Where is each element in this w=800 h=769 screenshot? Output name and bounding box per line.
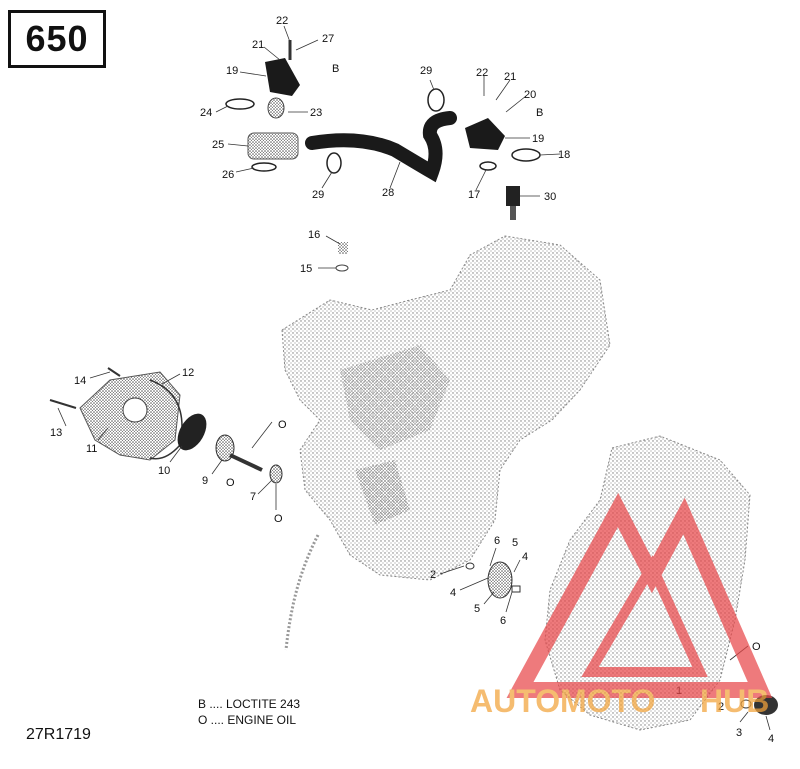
callout-5: 5 (474, 603, 480, 615)
callout-20: 20 (524, 89, 536, 101)
callout-29: 29 (420, 65, 432, 77)
callout-6: 6 (500, 615, 506, 627)
small-screws-15-16 (335, 242, 349, 272)
callout-22: 22 (276, 15, 288, 27)
thermostat-housing-25 (247, 132, 299, 160)
callout-13: 13 (50, 427, 62, 439)
model-number: 650 (25, 18, 89, 59)
legend: B .... LOCTITE 243 O .... ENGINE OIL (198, 696, 300, 728)
callout-11: 11 (86, 443, 97, 455)
callout-4: 4 (768, 733, 774, 745)
callout-B: B (536, 107, 543, 119)
legend-loctite: B .... LOCTITE 243 (198, 697, 301, 711)
callout-17: 17 (468, 189, 480, 201)
oil-dipstick-tube (284, 534, 320, 651)
callout-O: O (274, 513, 283, 525)
callout-9: 9 (202, 475, 208, 487)
diagram-id: 27R1719 (26, 726, 91, 743)
model-badge: 650 (8, 10, 106, 68)
legend-engine-oil: O .... ENGINE OIL (198, 713, 297, 727)
callout-29: 29 (312, 189, 324, 201)
callout-4: 4 (450, 587, 456, 599)
callout-19: 19 (226, 65, 238, 77)
callout-B: B (332, 63, 339, 75)
engine-block (281, 235, 611, 581)
water-pump-cover-11 (79, 371, 181, 461)
pump-gear-group (465, 561, 521, 599)
callout-14: 14 (74, 375, 86, 387)
callout-2: 2 (430, 569, 436, 581)
pump-gear-group-lower (740, 695, 778, 715)
callout-27: 27 (322, 33, 334, 45)
impeller-10 (177, 413, 207, 451)
bolts-13-14 (49, 367, 121, 409)
callout-15: 15 (300, 263, 312, 275)
callout-O: O (226, 477, 235, 489)
watermark-logo: AUTO MOTO HUB (470, 492, 773, 719)
callout-10: 10 (158, 465, 170, 477)
callout-6: 6 (494, 535, 500, 547)
sensor-30 (506, 186, 520, 220)
callout-19: 19 (532, 133, 544, 145)
callout-23: 23 (310, 107, 322, 119)
watermark-text-hub: HUB (700, 683, 769, 719)
callout-30: 30 (544, 191, 556, 203)
callout-2: 2 (718, 701, 724, 713)
o-rings (225, 88, 541, 174)
callout-26: 26 (222, 169, 234, 181)
callout-16: 16 (308, 229, 320, 241)
callout-O: O (278, 419, 287, 431)
callout-18: 18 (558, 149, 570, 161)
callout-4: 4 (522, 551, 528, 563)
callout-7: 7 (250, 491, 256, 503)
callout-22: 22 (476, 67, 488, 79)
outlet-fitting-19-right (465, 118, 505, 150)
pump-shaft-9 (215, 434, 263, 472)
callout-12: 12 (182, 367, 194, 379)
watermark-text-moto: MOTO (560, 683, 655, 719)
coolant-hose-28 (305, 111, 457, 183)
callout-3: 3 (736, 727, 742, 739)
callout-21: 21 (504, 71, 516, 83)
callout-O: O (752, 641, 761, 653)
callout-5: 5 (512, 537, 518, 549)
watermark-text-auto: AUTO (470, 683, 560, 719)
seal-7 (269, 464, 283, 484)
outlet-fitting-19-left (265, 40, 300, 96)
callout-25: 25 (212, 139, 224, 151)
callout-21: 21 (252, 39, 264, 51)
leader-lines (57, 25, 771, 731)
callout-28: 28 (382, 187, 394, 199)
callout-24: 24 (200, 107, 212, 119)
